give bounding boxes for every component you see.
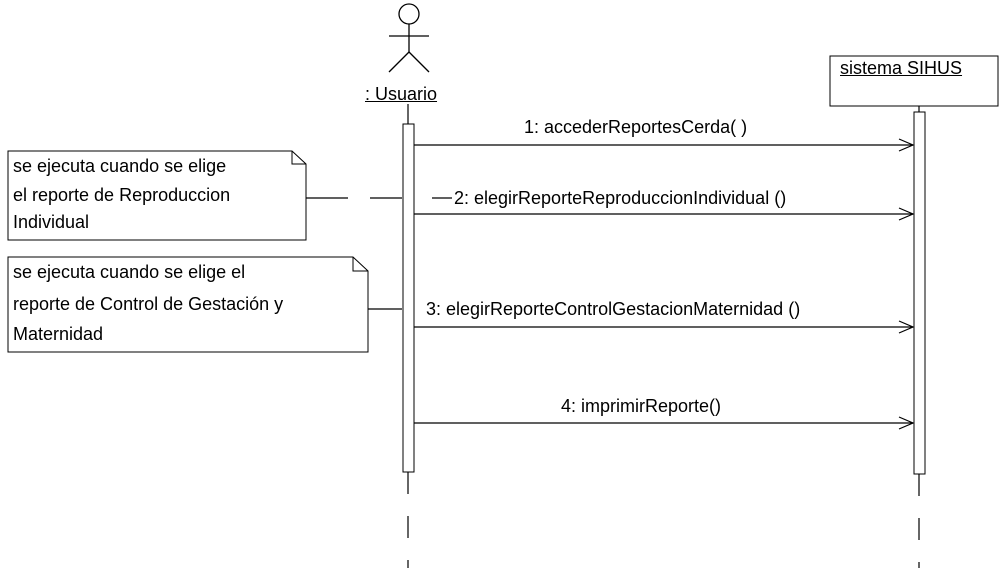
actor-activation-bar [402, 123, 415, 473]
note-1-shape[interactable] [7, 150, 307, 241]
system-name-label: sistema SIHUS [840, 58, 963, 78]
message-arrow-2 [414, 207, 915, 221]
note-2-line-3: Maternidad [13, 324, 104, 344]
message-arrow-3 [414, 320, 915, 334]
system-activation-bar [913, 111, 926, 475]
message-arrow-1 [414, 138, 915, 152]
message-label-2: 2: elegirReporteReproduccionIndividual (… [454, 188, 787, 208]
note-2-line-1: se ejecuta cuando se elige el [13, 262, 246, 282]
actor-icon [388, 3, 430, 73]
note-1-line-3: Individual [13, 212, 90, 232]
note-2-line-2: reporte de Control de Gestación y [13, 294, 284, 314]
note-1-line-1: se ejecuta cuando se elige [13, 156, 227, 176]
message-arrow-4 [414, 416, 915, 430]
message-label-3: 3: elegirReporteControlGestacionMaternid… [426, 299, 801, 319]
system-object-box[interactable] [829, 55, 999, 107]
message-label-4: 4: imprimirReporte() [561, 396, 722, 416]
message-label-1: 1: accederReportesCerda( ) [524, 117, 748, 137]
actor-name-label: : Usuario [365, 84, 438, 104]
note-2-shape[interactable] [7, 256, 369, 353]
note-1-line-2: el reporte de Reproduccion [13, 185, 231, 205]
